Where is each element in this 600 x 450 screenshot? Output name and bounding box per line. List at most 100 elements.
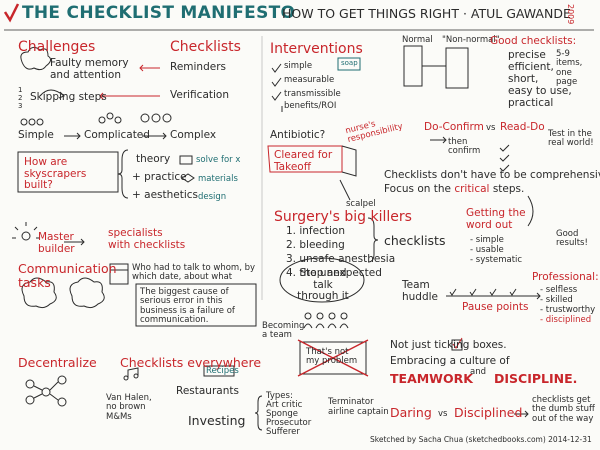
scalpel-label: scalpel: [346, 199, 376, 209]
culture-and: and: [470, 367, 486, 377]
word-out-item: - usable: [470, 245, 504, 255]
intervention-item: transmissible: [284, 89, 341, 99]
pause-points: Pause points: [462, 301, 529, 313]
communication-heading: Communication tasks: [18, 261, 117, 290]
professional-item: - skilled: [540, 295, 573, 305]
type-item: Sufferer: [266, 427, 300, 437]
checklists-heading: Checklists: [170, 39, 241, 55]
type-item: Prosecutor: [266, 418, 312, 428]
specialists-with-checklists: specialists with checklists: [108, 227, 186, 251]
challenge-simple: Simple: [18, 129, 54, 141]
challenges-heading: Challenges: [18, 39, 96, 55]
aesthetics-label: + aesthetics: [132, 189, 199, 201]
theory-label: theory: [136, 153, 171, 165]
restaurants-label: Restaurants: [176, 385, 239, 397]
practice-label: + practice: [132, 171, 187, 183]
professional-item: - selfless: [540, 285, 578, 295]
good-results: Good results!: [556, 229, 588, 249]
disciplined-label: Disciplined: [454, 405, 523, 420]
svg-text:1: 1: [18, 86, 22, 94]
daring-vs: vs: [438, 409, 448, 419]
skyscrapers-question: How are skyscrapers built?: [24, 156, 87, 192]
communication-who: Who had to talk to whom, by which date, …: [132, 263, 256, 283]
recipes-label: Recipes: [206, 366, 239, 376]
good-item: efficient,: [508, 61, 554, 73]
cleared-for-takeoff: Cleared for Takeoff: [274, 149, 333, 173]
checklists-reminders: Reminders: [170, 61, 226, 73]
checklists-verification: Verification: [170, 89, 229, 101]
daring-label: Daring: [390, 405, 432, 420]
challenge-complex: Complex: [170, 129, 217, 141]
not-comprehensive-line2: Focus on the critical steps.: [384, 183, 525, 196]
word-out-item: - systematic: [470, 255, 523, 265]
then-confirm: then confirm: [448, 137, 481, 157]
read-do: Read-Do: [500, 121, 545, 133]
design-label: design: [198, 192, 227, 202]
normal-label: Normal: [402, 35, 433, 45]
good-item: short,: [508, 73, 539, 85]
stop-and-talk: Stop and talk through it: [297, 267, 349, 303]
van-halen: Van Halen, no brown M&Ms: [106, 393, 152, 422]
everywhere-heading: Checklists everywhere: [120, 355, 262, 370]
type-item: Sponge: [266, 409, 299, 419]
credit-line: Sketched by Sacha Chua (sketchedbooks.co…: [370, 435, 592, 444]
intervention-item: simple: [284, 61, 313, 71]
type-item: Terminator: [328, 397, 374, 407]
professional-heading: Professional:: [532, 271, 599, 283]
interventions-heading: Interventions: [270, 41, 363, 57]
professional-item: - trustworthy: [540, 305, 596, 315]
good-item: practical: [508, 97, 554, 109]
culture-line2: Embracing a culture of: [390, 355, 510, 367]
do-confirm: Do-Confirm: [424, 121, 484, 133]
culture-teamwork: TEAMWORK: [390, 371, 473, 386]
intervention-item: measurable: [284, 75, 335, 85]
killer-item: 1. infection: [286, 225, 345, 237]
good-item: easy to use,: [508, 85, 572, 97]
not-my-problem: That's not my problem: [306, 347, 358, 367]
culture-line1: Not just ticking boxes.: [390, 339, 507, 351]
word-out-item: - simple: [470, 235, 504, 245]
soap-tag: soap: [341, 59, 358, 67]
svg-text:2: 2: [18, 94, 22, 102]
challenge-memory: Faulty memory and attention: [50, 57, 129, 81]
challenge-skipping: Skipping steps: [30, 91, 107, 103]
year-label: 2009: [566, 4, 575, 25]
intervention-item: benefits/ROI: [284, 101, 337, 111]
page-title: THE CHECKLIST MANIFESTO: [22, 3, 296, 23]
killers-heading: Surgery's big killers: [274, 209, 412, 225]
good-item: precise: [508, 49, 546, 61]
killers-checklists: checklists: [384, 233, 446, 248]
professional-item: - disciplined: [540, 315, 592, 325]
type-item: airline captain: [328, 407, 389, 417]
killer-item: 4. the unexpected: [286, 267, 382, 279]
size-note: 5-9 items, one page: [556, 49, 583, 88]
page-subtitle: HOW TO GET THINGS RIGHT · ATUL GAWANDE: [282, 6, 571, 21]
team-huddle: Team huddle: [402, 279, 439, 303]
not-comprehensive-pre: Focus on the: [384, 183, 455, 195]
nurse-responsibility: nurse's responsibility: [344, 119, 404, 146]
not-comprehensive-post: steps.: [489, 183, 525, 195]
investing-label: Investing: [188, 413, 246, 428]
test-real-world: Test in the real world!: [548, 129, 594, 149]
master-builder: Master builder: [38, 231, 75, 255]
confirm-vs: vs: [486, 123, 496, 133]
good-checklists-heading: Good checklists:: [490, 35, 577, 47]
types-heading: Types:: [266, 391, 293, 401]
killer-item: 3. unsafe anesthesia: [286, 253, 396, 265]
culture-discipline: DISCIPLINE.: [494, 371, 578, 386]
challenge-complicated: Complicated: [84, 129, 150, 141]
killer-item: 2. bleeding: [286, 239, 345, 251]
dumb-stuff: checklists get the dumb stuff out of the…: [532, 395, 595, 424]
svg-text:3: 3: [18, 102, 22, 110]
word-out-heading: Getting the word out: [466, 207, 526, 231]
communication-cause: The biggest cause of serious error in th…: [140, 287, 235, 326]
materials-label: materials: [198, 174, 238, 184]
type-item: Art critic: [266, 400, 303, 410]
not-comprehensive-line1: Checklists don't have to be comprehensiv…: [384, 169, 600, 181]
becoming-team: Becoming a team: [262, 321, 305, 341]
decentralize-heading: Decentralize: [18, 355, 97, 370]
not-comprehensive-critical: critical: [454, 183, 490, 195]
antibiotic-question: Antibiotic?: [270, 129, 326, 141]
solve-label: solve for x: [196, 155, 241, 165]
